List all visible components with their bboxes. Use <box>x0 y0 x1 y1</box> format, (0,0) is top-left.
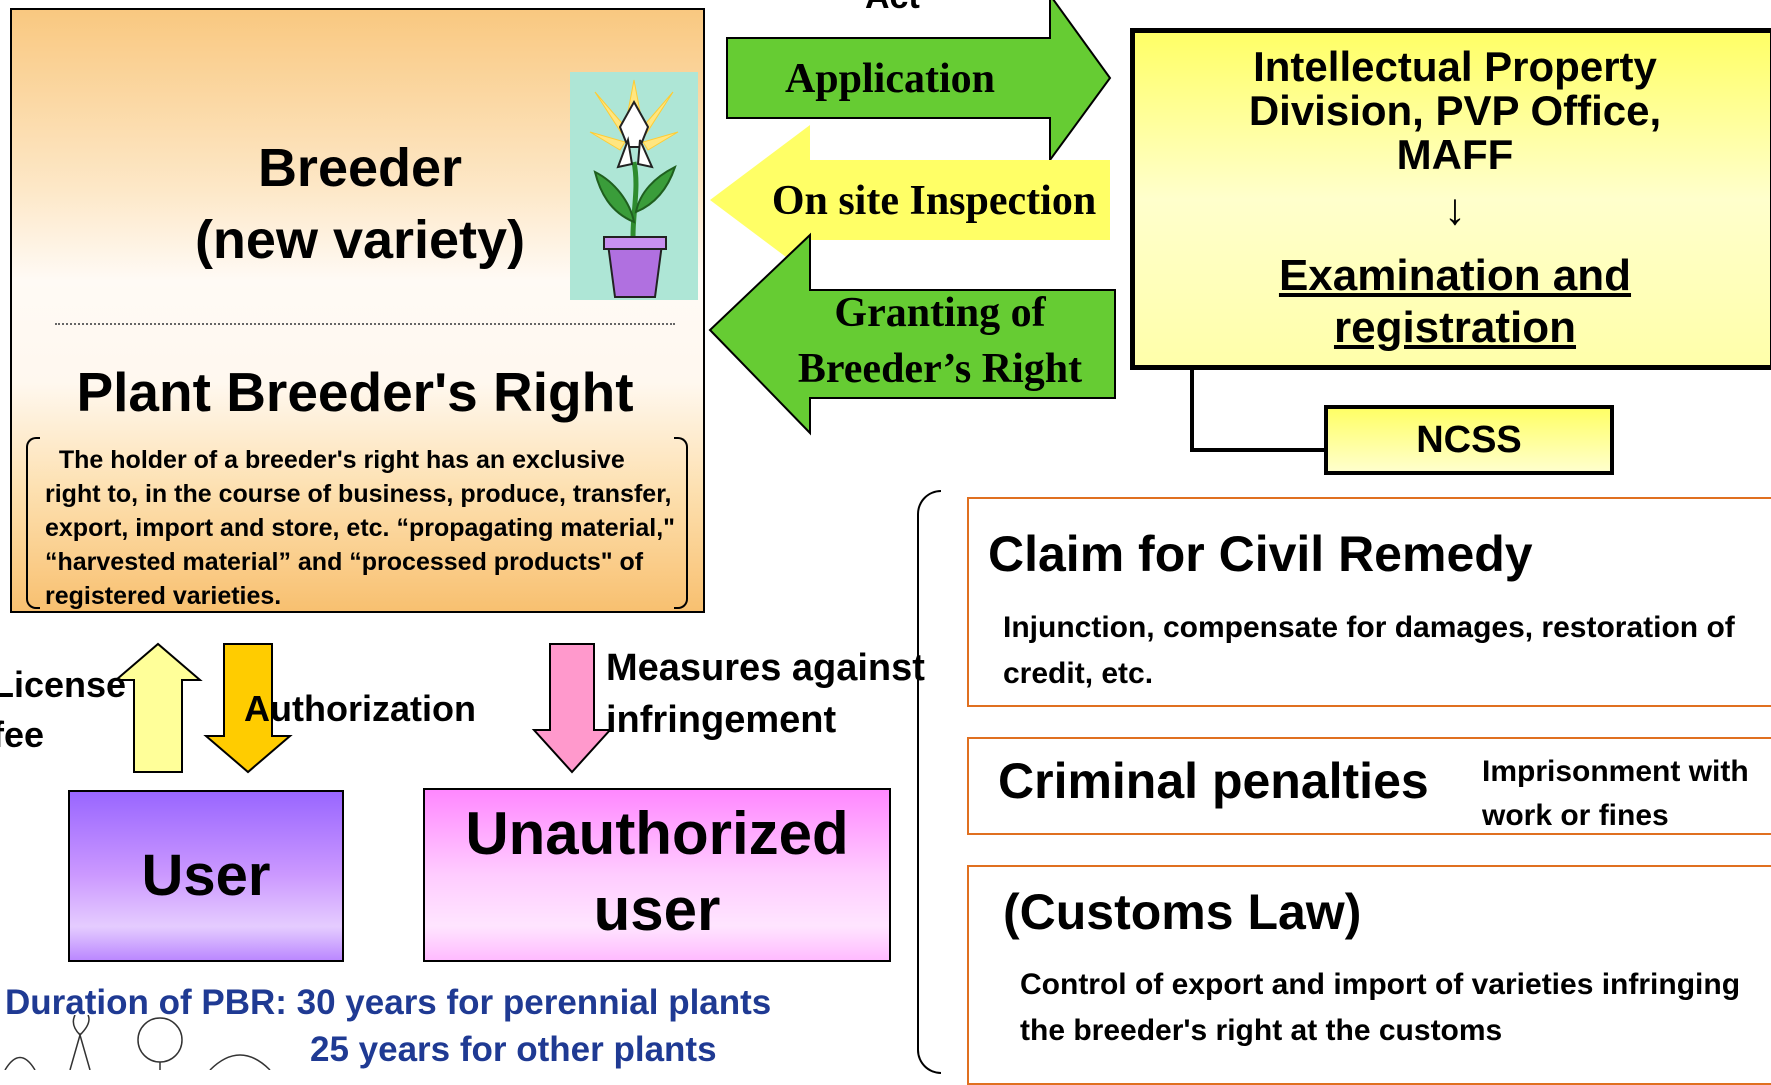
criminal-penalties-box <box>967 737 1771 835</box>
granting-arrow <box>708 232 1116 436</box>
pbr-title: Plant Breeder's Right <box>76 361 634 423</box>
breeder-title-line1: Breeder <box>257 138 463 198</box>
unauthorized-line1: Unauthorized <box>465 800 849 867</box>
license-fee-arrow <box>113 642 203 773</box>
measures-label: Measures against infringement <box>606 642 925 746</box>
license-fee-label: License fee <box>0 660 126 760</box>
civil-remedy-desc: Injunction, compensate for damages, rest… <box>1003 611 1735 690</box>
user-box: User <box>68 790 344 962</box>
measures-arrow <box>531 643 610 774</box>
examination-label: Examination and registration <box>1235 250 1675 354</box>
duration-line2: 25 years for other plants <box>310 1030 717 1069</box>
customs-law-desc: Control of export and import of varietie… <box>1020 968 1741 1047</box>
granting-label-line1: Granting of <box>834 290 1046 336</box>
application-arrow <box>726 0 1112 164</box>
authorization-label: Authorization <box>244 688 476 729</box>
down-arrow-icon: ↓ <box>1444 185 1466 234</box>
left-bracket <box>26 437 40 609</box>
granting-label: Granting of Breeder’s Right <box>775 285 1105 397</box>
civil-remedy-title: Claim for Civil Remedy <box>988 526 1533 582</box>
granting-label-line2: Breeder’s Right <box>797 346 1083 392</box>
criminal-penalties-desc: Imprisonment with work or fines <box>1482 755 1749 832</box>
unauthorized-line2: user <box>593 876 721 943</box>
application-label: Application <box>784 56 996 102</box>
lower-arrows-layer <box>113 642 610 774</box>
measures-line2: infringement <box>606 699 837 741</box>
ip-division-box <box>1130 28 1771 370</box>
exam-line2: registration <box>1333 303 1577 352</box>
criminal-penalties-title: Criminal penalties <box>998 753 1429 809</box>
civil-remedy-box <box>967 497 1771 707</box>
arrows-layer <box>708 0 1116 436</box>
unauthorized-user-box: Unauthorized user <box>423 788 891 962</box>
exam-line1: Examination and <box>1278 251 1632 300</box>
license-line2: fee <box>0 714 45 755</box>
breeder-title-line2: (new variety) <box>194 210 526 270</box>
customs-law-title: (Customs Law) <box>1003 884 1362 940</box>
pbr-description: The holder of a breeder's right has an e… <box>45 446 676 610</box>
ip-title-line1: Intellectual Property <box>1253 43 1657 90</box>
ip-title-line2: Division, PVP Office, <box>1248 87 1662 134</box>
measures-line1: Measures against <box>606 647 925 689</box>
ncss-connector <box>1190 370 1328 452</box>
breeder-title: Breeder (new variety) <box>150 132 570 276</box>
inspection-label: On site Inspection <box>771 178 1097 224</box>
right-bracket <box>674 437 688 609</box>
license-line1: License <box>0 664 127 705</box>
customs-law-box <box>967 865 1771 1085</box>
duration-line1: Duration of PBR: 30 years for perennial … <box>5 983 772 1022</box>
authorization-arrow <box>203 643 293 774</box>
ip-title-line3: MAFF <box>1396 131 1514 178</box>
breeder-divider <box>55 323 675 325</box>
ip-division-title: Intellectual Property Division, PVP Offi… <box>1185 45 1725 177</box>
ncss-box: NCSS <box>1324 405 1614 475</box>
plants-sketch-icon <box>4 1015 271 1070</box>
flower-pot-icon <box>570 72 698 300</box>
remedies-brace <box>917 490 941 1074</box>
act-label: Act <box>865 0 920 17</box>
